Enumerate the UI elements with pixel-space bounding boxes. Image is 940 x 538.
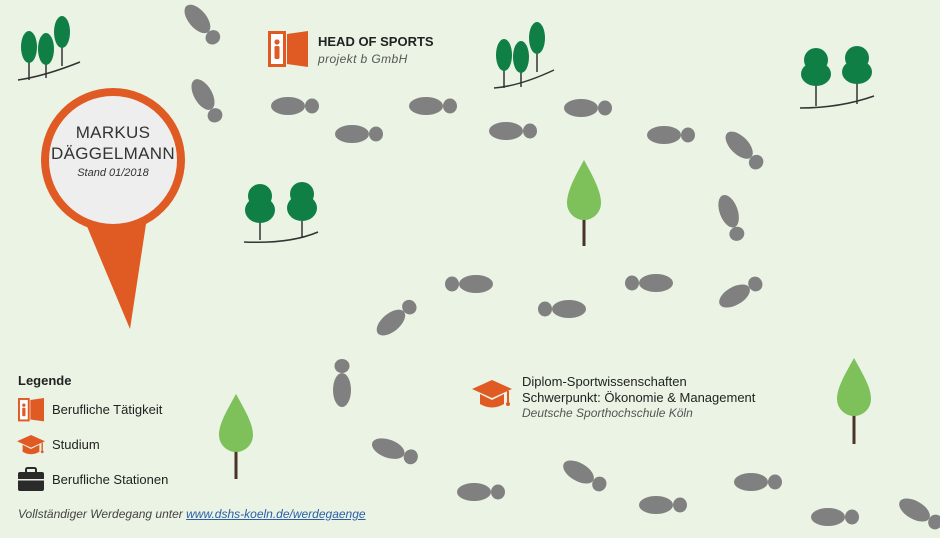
name-line-1: MARKUS [75, 123, 151, 142]
footprint [564, 99, 612, 117]
footprint [715, 272, 766, 313]
footprint [271, 97, 319, 115]
footprint [639, 496, 687, 514]
footprint [895, 493, 940, 534]
footer-note: Vollständiger Werdegang unter www.dshs-k… [18, 507, 366, 521]
footprint [186, 75, 227, 126]
footprint [335, 125, 383, 143]
study-focus: Schwerpunkt: Ökonomie & Management [522, 390, 756, 405]
footer-prefix: Vollständiger Werdegang unter [18, 507, 183, 521]
tree-light-right [837, 358, 871, 444]
person-name: MARKUS DÄGGELMANN [40, 122, 186, 164]
study-degree: Diplom-Sportwissenschaften [522, 374, 687, 389]
tree-light-bottom-left [219, 394, 253, 479]
job-title: HEAD OF SPORTS [318, 34, 434, 49]
name-line-2: DÄGGELMANN [51, 144, 175, 163]
legend-job-icon [18, 398, 44, 422]
footprint [559, 455, 610, 496]
footprint [409, 97, 457, 115]
tree-group-top-left [17, 16, 81, 81]
footprint [647, 126, 695, 144]
footprint [538, 300, 586, 318]
werdegang-link[interactable]: www.dshs-koeln.de/werdegaenge [186, 507, 366, 521]
study-institution: Deutsche Sporthochschule Köln [522, 406, 693, 420]
legend-graduation-cap-icon [17, 435, 45, 455]
legend-label-job: Berufliche Tätigkeit [52, 402, 163, 417]
footprint [714, 192, 748, 244]
footprint [734, 473, 782, 491]
legend-title: Legende [18, 373, 72, 388]
footprint [445, 275, 493, 293]
footprint [372, 295, 421, 341]
footprint [333, 359, 351, 407]
job-company: projekt b GmbH [318, 52, 408, 66]
map-pin [41, 88, 185, 329]
status-date: Stand 01/2018 [77, 167, 149, 179]
footprint [720, 126, 768, 174]
footprint [369, 434, 421, 468]
job-icon [268, 31, 308, 67]
graduation-cap-icon [472, 380, 512, 408]
legend-label-stations: Berufliche Stationen [52, 472, 169, 487]
footprint [489, 122, 537, 140]
tree-group-top-middle [493, 22, 555, 89]
tree-group-middle-left [243, 182, 319, 244]
tree-group-top-right [799, 46, 875, 109]
briefcase-icon [18, 467, 44, 491]
footprint [457, 483, 505, 501]
footprint [811, 508, 859, 526]
footprint [179, 0, 225, 49]
footprint [625, 274, 673, 292]
legend-label-study: Studium [52, 437, 100, 452]
tree-light-center [567, 160, 601, 246]
